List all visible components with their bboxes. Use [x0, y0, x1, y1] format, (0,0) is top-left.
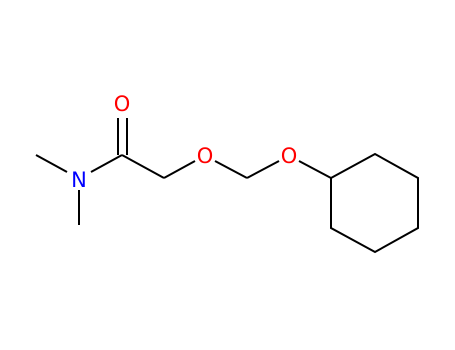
bond-methyl1-n [35, 154, 68, 173]
bond-o1-ch2 [214, 160, 248, 179]
atom-label-ether-oxygen-1: O [197, 144, 214, 168]
bond-ch2-o1 [163, 160, 196, 179]
atom-label-nitrogen: N [71, 168, 87, 192]
atom-label-carbonyl-oxygen: O [114, 92, 131, 116]
cyclohexane-ring [330, 152, 419, 254]
bond-ch2-o2 [246, 160, 280, 179]
atom-labels: O N O O [71, 92, 297, 192]
bond-o2-ring [298, 160, 332, 179]
bonds [35, 118, 419, 254]
bond-carbonyl-ch2 [121, 154, 165, 179]
atom-label-ether-oxygen-2: O [281, 144, 298, 168]
bond-n-carbonyl [90, 154, 123, 173]
